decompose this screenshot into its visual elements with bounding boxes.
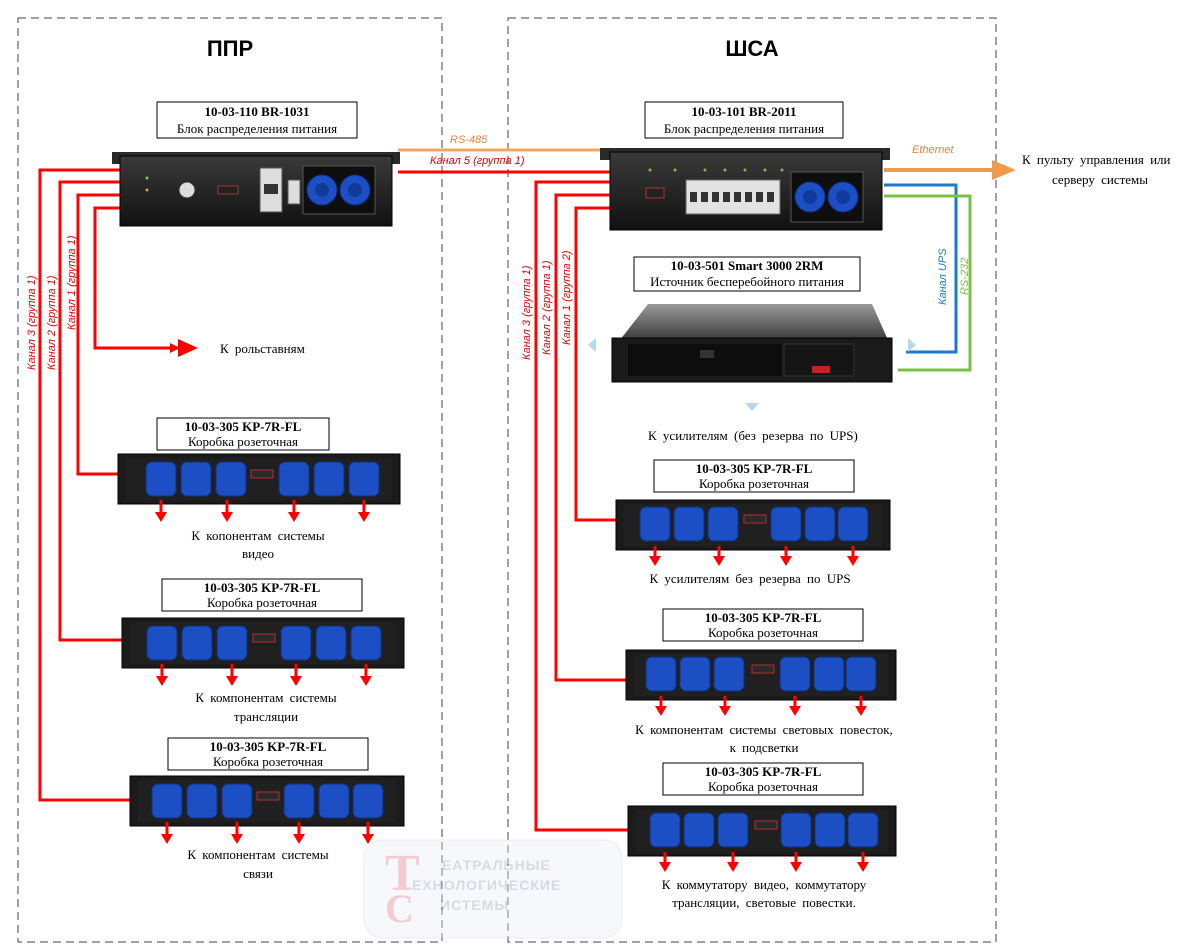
light-note-1: К компонентам системы световых повесток, bbox=[635, 722, 893, 737]
left-ch1-wire bbox=[76, 193, 122, 476]
rs485-label: RS-485 bbox=[450, 134, 488, 146]
left-ch3-label: Канал 3 (группа 1) bbox=[26, 275, 38, 370]
kp-left-3-name: Коробка розеточная bbox=[213, 754, 323, 769]
kp-right-3-code: 10-03-305 KP-7R-FL bbox=[705, 764, 822, 779]
socket-box-right-2 bbox=[625, 649, 897, 701]
label-kp-left-3: 10-03-305 KP-7R-FL Коробка розеточная bbox=[167, 737, 369, 771]
br1031-code: 10-03-110 BR-1031 bbox=[204, 104, 309, 119]
kp-left-3-code: 10-03-305 KP-7R-FL bbox=[210, 739, 327, 754]
socket-box-left-3 bbox=[129, 775, 405, 827]
device-br2011 bbox=[600, 148, 890, 231]
comm-note-2: связи bbox=[243, 866, 273, 881]
kp-left-1-name: Коробка розеточная bbox=[188, 434, 298, 449]
ups-name: Источник бесперебойного питания bbox=[650, 274, 844, 289]
zone-ppr-title: ППР bbox=[207, 36, 253, 61]
ups-hint-down bbox=[745, 403, 759, 411]
right-ch1-wire bbox=[574, 206, 618, 522]
br1031-name: Блок распределения питания bbox=[177, 121, 337, 136]
rs232-line bbox=[884, 194, 972, 372]
left-ch2-wire bbox=[58, 180, 125, 642]
label-br1031: 10-03-110 BR-1031 Блок распределения пит… bbox=[156, 101, 358, 139]
ups-hint-right bbox=[908, 338, 916, 352]
to-console-line1: К пульту управления или bbox=[1022, 152, 1171, 167]
left-ch2-label: Канал 2 (группа 1) bbox=[46, 275, 58, 370]
svg-text:Т: Т bbox=[385, 845, 420, 902]
device-br1031 bbox=[112, 152, 400, 227]
zone-sha-title: ШСА bbox=[725, 36, 778, 61]
switch-note-1: К коммутатору видео, коммутатору bbox=[662, 877, 867, 892]
zone-ppr bbox=[17, 17, 443, 943]
label-ups: 10-03-501 Smart 3000 2RM Источник беспер… bbox=[633, 256, 861, 292]
ups-hint-left bbox=[588, 338, 596, 352]
device-ups bbox=[611, 304, 893, 383]
socket-box-left-1 bbox=[117, 453, 401, 505]
left-ch1-label: Канал 1 (группа 1) bbox=[66, 235, 78, 330]
to-dimmers-label: К рольставням bbox=[220, 341, 305, 356]
socket-box-right-3 bbox=[627, 805, 897, 857]
light-note-2: к подсветки bbox=[730, 740, 799, 755]
ethernet-label: Ethernet bbox=[912, 144, 955, 156]
ethernet-arrowhead bbox=[992, 160, 1016, 180]
ch5-label: Канал 5 (группа 1) bbox=[430, 155, 525, 167]
left-ch3-wire bbox=[38, 168, 130, 802]
label-kp-right-1: 10-03-305 KP-7R-FL Коробка розеточная bbox=[653, 459, 855, 493]
left-dimmer-wire bbox=[93, 206, 180, 353]
zone-sha bbox=[507, 17, 997, 943]
right-ch2-wire bbox=[554, 193, 628, 682]
watermark-logo: Т C ЕАТРАЛЬНЫЕ ЕХНОЛОГИЧЕСКИЕ ИСТЕМЫ bbox=[363, 839, 623, 939]
label-kp-left-2: 10-03-305 KP-7R-FL Коробка розеточная bbox=[161, 578, 363, 612]
kp-right-2-code: 10-03-305 KP-7R-FL bbox=[705, 610, 822, 625]
right-ch3-wire bbox=[534, 180, 630, 832]
socket-box-right-1 bbox=[615, 499, 891, 551]
label-br2011: 10-03-101 BR-2011 Блок распределения пит… bbox=[644, 101, 844, 139]
comm-note-1: К компонентам системы bbox=[187, 847, 328, 862]
kp-right-1-name: Коробка розеточная bbox=[699, 476, 809, 491]
label-kp-right-2: 10-03-305 KP-7R-FL Коробка розеточная bbox=[662, 608, 864, 642]
label-kp-right-3: 10-03-305 KP-7R-FL Коробка розеточная bbox=[662, 762, 864, 796]
label-kp-left-1: 10-03-305 KP-7R-FL Коробка розеточная bbox=[156, 417, 330, 451]
br2011-code: 10-03-101 BR-2011 bbox=[691, 104, 796, 119]
broadcast-note-1: К компонентам системы bbox=[195, 690, 336, 705]
right-ch3-label: Канал 3 (группа 1) bbox=[521, 265, 533, 360]
kp-right-1-code: 10-03-305 KP-7R-FL bbox=[696, 461, 813, 476]
ups-channel-line bbox=[884, 183, 958, 354]
socket-box-left-2 bbox=[121, 617, 405, 669]
broadcast-note-2: трансляции bbox=[234, 709, 298, 724]
kp-right-3-name: Коробка розеточная bbox=[708, 779, 818, 794]
kp-left-1-code: 10-03-305 KP-7R-FL bbox=[185, 419, 302, 434]
right-ch1-label: Канал 1 (группа 2) bbox=[561, 250, 573, 345]
ups-code: 10-03-501 Smart 3000 2RM bbox=[671, 258, 824, 273]
watermark-line-3: ИСТЕМЫ bbox=[440, 897, 509, 913]
kp-left-2-code: 10-03-305 KP-7R-FL bbox=[204, 580, 321, 595]
watermark-line-1: ЕАТРАЛЬНЫЕ bbox=[442, 857, 551, 873]
dimmer-arrowhead bbox=[178, 339, 198, 357]
svg-text:C: C bbox=[385, 886, 414, 931]
rs232-label: RS-232 bbox=[959, 258, 971, 295]
kp-left-2-name: Коробка розеточная bbox=[207, 595, 317, 610]
video-note-1: К копонентам системы bbox=[191, 528, 324, 543]
video-note-2: видео bbox=[242, 546, 274, 561]
br2011-name: Блок распределения питания bbox=[664, 121, 824, 136]
ups-channel-label: Канал UPS bbox=[937, 248, 949, 305]
watermark-line-2: ЕХНОЛОГИЧЕСКИЕ bbox=[412, 877, 561, 893]
kp-right-2-name: Коробка розеточная bbox=[708, 625, 818, 640]
switch-note-2: трансляции, световые повестки. bbox=[672, 895, 856, 910]
amps-note: К усилителям без резерва по UPS bbox=[649, 571, 850, 586]
right-ch2-label: Канал 2 (группа 1) bbox=[541, 260, 553, 355]
to-console-line2: серверу системы bbox=[1052, 172, 1148, 187]
to-amps-noups-label: К усилителям (без резерва по UPS) bbox=[648, 428, 858, 443]
